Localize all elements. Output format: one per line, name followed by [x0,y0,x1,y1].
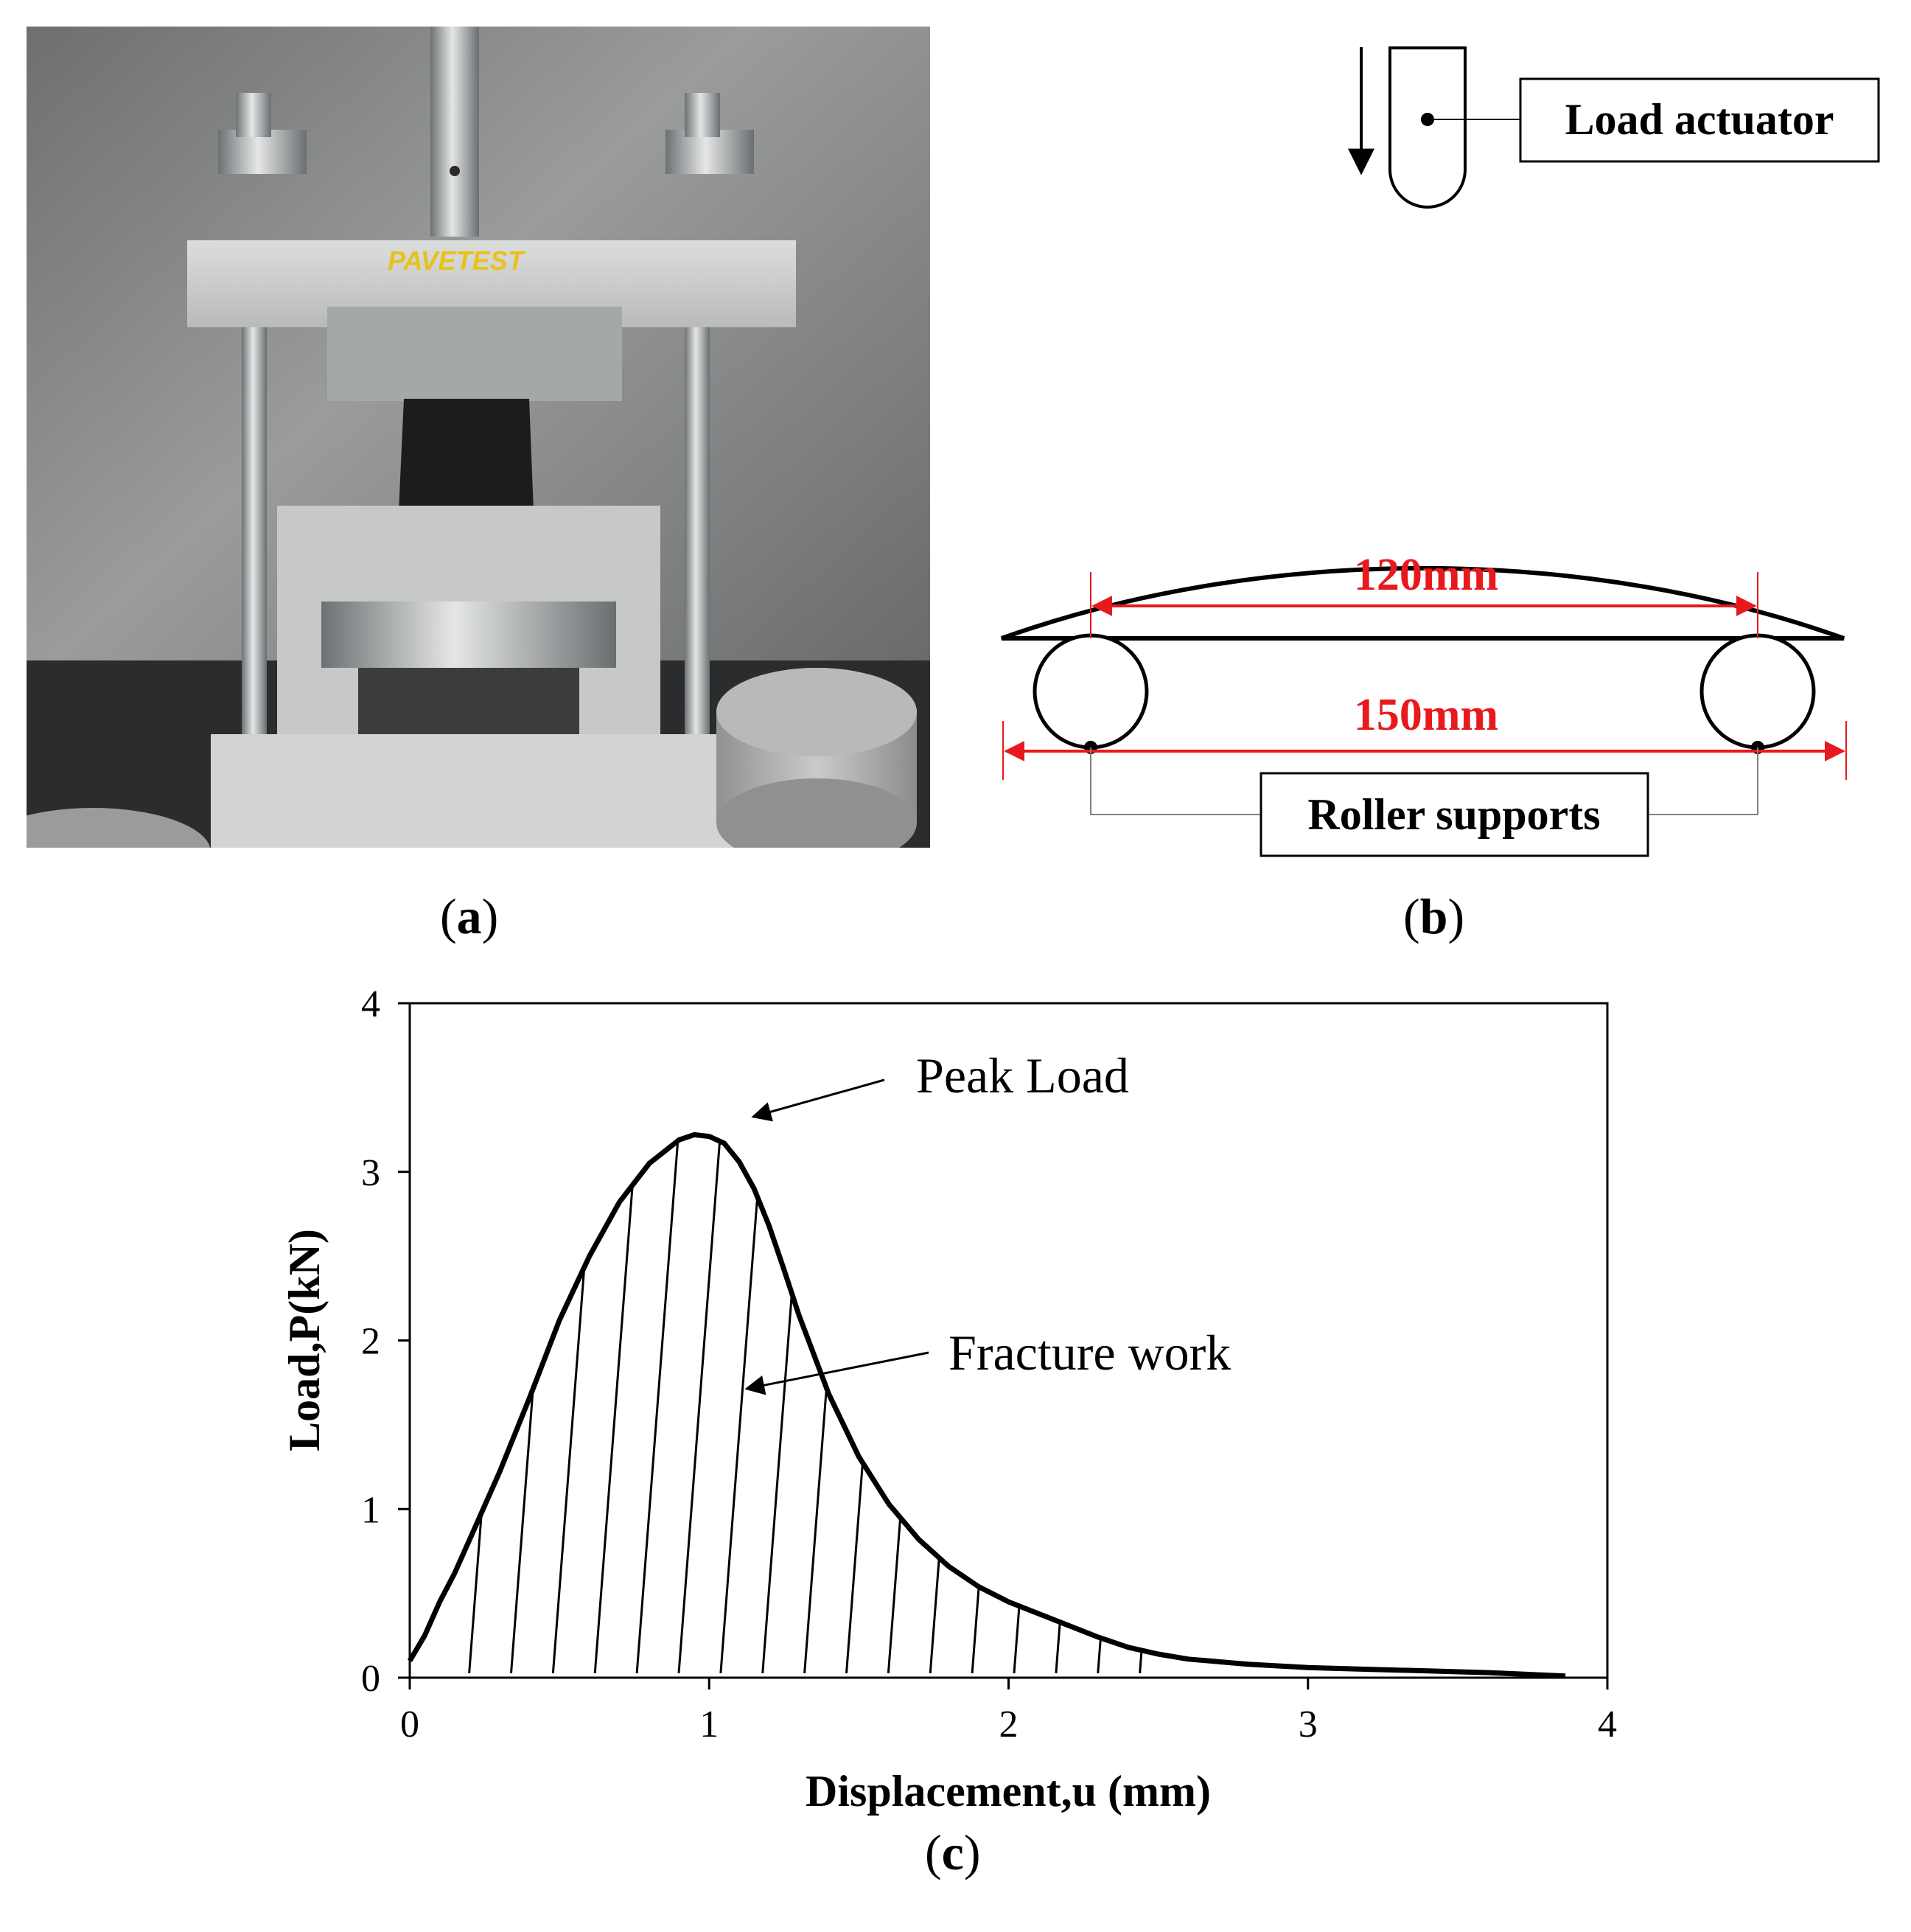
x-axis-ticks: 0 1 2 3 4 [400,1678,1617,1746]
hatch-line [677,1134,732,1674]
scb-diagram: Load actuator 120mm 150mm Roller support… [1000,46,1880,857]
peak-load-annotation: Peak Load [916,1047,1129,1103]
span-120-label: 120mm [1354,550,1498,600]
x-axis-title: Displacement,u (mm) [806,1767,1211,1816]
hatch-line [635,1134,690,1674]
hatch-line [551,1134,606,1674]
x-tick-label: 4 [1598,1703,1617,1746]
load-displacement-chart: 0 1 2 3 4 0 1 2 3 4 Displacement,u (mm) Load,P(k… [280,983,1617,1816]
y-axis-title: Load,P(kN) [280,1229,329,1451]
load-actuator-shape [1388,46,1467,209]
roller-left [1033,633,1149,750]
roller-supports-leader-right [1648,747,1758,815]
roller-right [1699,633,1816,750]
hatch-line [845,1134,899,1674]
hatch-line [719,1134,774,1674]
load-curve-line [407,1131,1566,1679]
hatch-line [761,1134,816,1674]
panel-label-a: (a) [440,888,499,944]
panel-label-b: (b) [1403,888,1465,944]
load-actuator-label: Load actuator [1565,95,1834,144]
load-actuator-label-box [1519,77,1880,163]
brand-logo: PAVETEST [388,245,526,276]
x-tick-label: 1 [699,1703,719,1746]
y-tick-label: 0 [361,1658,380,1700]
x-tick-label: 0 [400,1703,419,1746]
test-rig-photo: PAVETEST [27,27,930,848]
roller-supports-label: Roller supports [1307,790,1600,839]
y-tick-label: 3 [361,1152,380,1194]
x-tick-label: 3 [1299,1703,1318,1746]
hatch-line [468,1134,523,1674]
span-150-label: 150mm [1354,690,1498,740]
y-tick-label: 4 [361,983,380,1025]
panel-label-c: (c) [925,1824,981,1880]
hatch-line [887,1134,941,1674]
y-axis-ticks: 0 1 2 3 4 [361,983,410,1700]
fracture-work-annotation: Fracture work [948,1325,1231,1381]
x-tick-label: 2 [999,1703,1019,1746]
hatch-line [803,1134,858,1674]
y-tick-label: 2 [361,1321,380,1363]
fracture-work-arrow [744,1351,929,1395]
peak-load-arrow [751,1078,885,1122]
roller-supports-leader-left [1090,747,1261,815]
roller-supports-label-box [1260,772,1649,857]
hatch-line [593,1134,648,1674]
y-tick-label: 1 [361,1489,380,1531]
